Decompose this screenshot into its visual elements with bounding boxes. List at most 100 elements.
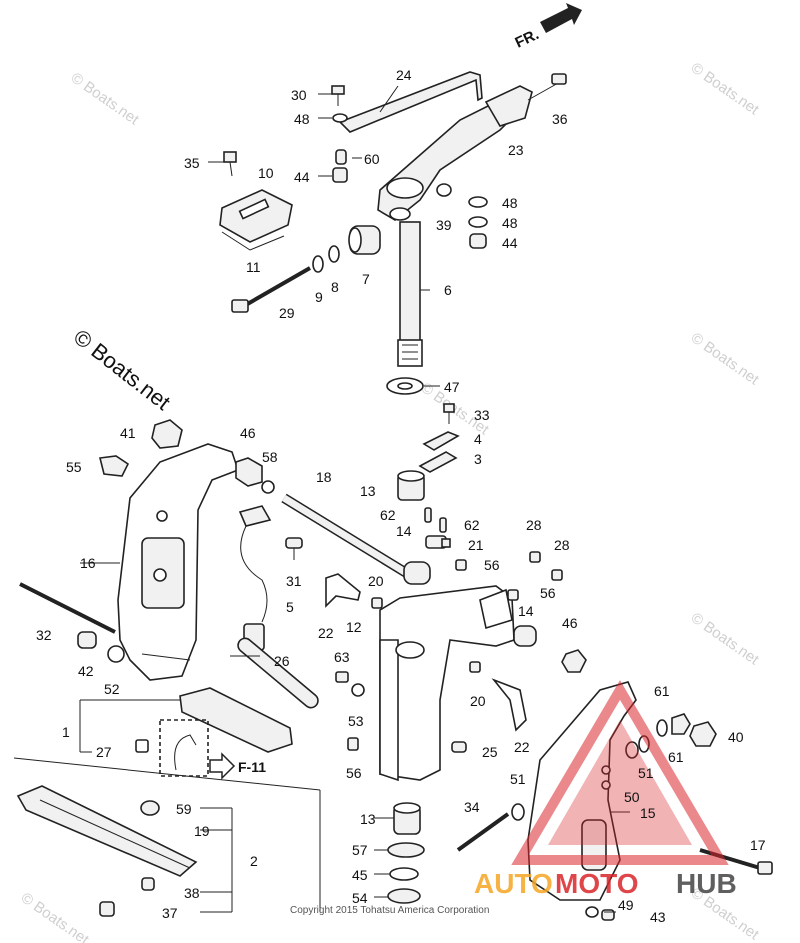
callout-label: 52	[104, 681, 120, 697]
grease-nipple-56-c	[347, 737, 359, 751]
grease-nipple-56-b	[507, 589, 519, 601]
callout-label: 4	[474, 431, 482, 447]
pin-62-a	[424, 507, 432, 523]
collar-60	[335, 149, 347, 165]
gasket-11	[221, 231, 285, 251]
washer-61-a	[656, 719, 668, 737]
steering-bracket-23	[484, 85, 533, 127]
nut-44	[469, 233, 487, 249]
callout-label: 62	[464, 517, 480, 533]
callout-label: 9	[315, 289, 323, 305]
callout-label: 5	[286, 599, 294, 615]
bolt-63	[335, 671, 349, 683]
callout-label: 34	[464, 799, 480, 815]
callout-label: 50	[624, 789, 640, 805]
callout-label: 48	[502, 215, 518, 231]
trim-sensor-5	[238, 505, 272, 651]
callout-label: 42	[78, 663, 94, 679]
callout-label: 56	[346, 765, 362, 781]
callout-label: 43	[650, 909, 666, 925]
callout-label: 10	[258, 165, 274, 181]
callout-label: 15	[640, 805, 656, 821]
plug-21	[425, 535, 451, 549]
callout-label: 18	[316, 469, 332, 485]
callout-label: 51	[510, 771, 526, 787]
callout-label: 47	[444, 379, 460, 395]
callout-label: 51	[638, 765, 654, 781]
grease-nipple-28-b	[551, 569, 563, 581]
clamp-bracket-16	[117, 443, 240, 681]
callout-label: 30	[291, 87, 307, 103]
direction-label: FR.	[513, 26, 542, 52]
screw-37	[99, 901, 115, 917]
washer-58	[261, 480, 275, 494]
callout-label: 45	[352, 867, 368, 883]
nut-61-b	[671, 713, 691, 735]
callout-label: 63	[334, 649, 350, 665]
washer-54	[387, 888, 421, 904]
callout-label: 16	[80, 555, 96, 571]
callout-label: 25	[482, 744, 498, 760]
callout-label: 61	[668, 749, 684, 765]
callout-label: 53	[348, 713, 364, 729]
washer-48-a	[468, 196, 488, 208]
callout-label: 36	[552, 111, 568, 127]
bushing-46-right	[561, 649, 587, 673]
bushing-46-left	[235, 457, 263, 487]
washer-50	[625, 741, 639, 759]
bolt-36	[527, 73, 567, 101]
callout-label: 35	[184, 155, 200, 171]
callout-label: 28	[526, 517, 542, 533]
grease-nipple-56-a	[455, 559, 467, 571]
callout-label: 22	[514, 739, 530, 755]
callout-label: 46	[562, 615, 578, 631]
grease-nipple-28-a	[529, 551, 541, 563]
callout-label: 14	[518, 603, 534, 619]
callout-label: 39	[436, 217, 452, 233]
callout-label: 13	[360, 483, 376, 499]
lower-plate-19	[16, 785, 198, 877]
swivel-bracket-12	[379, 585, 515, 782]
callout-label: 11	[246, 259, 261, 275]
callout-label: 57	[352, 842, 368, 858]
watermark: © Boats.net	[688, 609, 763, 668]
bolt-55	[99, 455, 130, 477]
callout-label: 7	[362, 271, 370, 287]
screw-31	[285, 537, 303, 560]
callout-label: 13	[360, 811, 376, 827]
front-direction-arrow: FR.	[513, 3, 582, 52]
leader-lines	[13, 85, 630, 913]
bolt-34	[456, 812, 510, 852]
washer-49	[585, 906, 599, 918]
callout-label: 44	[294, 169, 310, 185]
callout-label: 24	[396, 67, 412, 83]
callout-label: 40	[728, 729, 744, 745]
callout-label: 54	[352, 890, 368, 906]
callout-label: 55	[66, 459, 82, 475]
collar-13-upper	[397, 470, 425, 501]
washer-51	[511, 803, 525, 821]
callout-label: 6	[444, 282, 452, 298]
washer-9	[312, 255, 324, 273]
callout-label: 32	[36, 627, 52, 643]
washer-48-top	[332, 113, 348, 123]
washer-52	[107, 645, 125, 663]
bushing-14-right	[513, 625, 537, 647]
automotohub-logo: AUTO MOTO HUB	[474, 680, 737, 899]
bolt-29	[231, 266, 311, 313]
tilt-tube-18	[281, 493, 411, 579]
callout-label: 1	[62, 724, 70, 740]
watermark: © Boats.net	[68, 69, 143, 128]
bolt-17	[699, 848, 773, 875]
callout-label: 20	[470, 693, 486, 709]
pin-62-b	[439, 517, 447, 533]
washer-53	[351, 683, 365, 697]
washer-48-b	[468, 216, 488, 228]
collar-59	[140, 800, 160, 816]
logo-text-hub: HUB	[676, 868, 737, 899]
callout-label: 59	[176, 801, 192, 817]
watermark: © Boats.net	[688, 329, 763, 388]
pin-26	[237, 637, 319, 709]
